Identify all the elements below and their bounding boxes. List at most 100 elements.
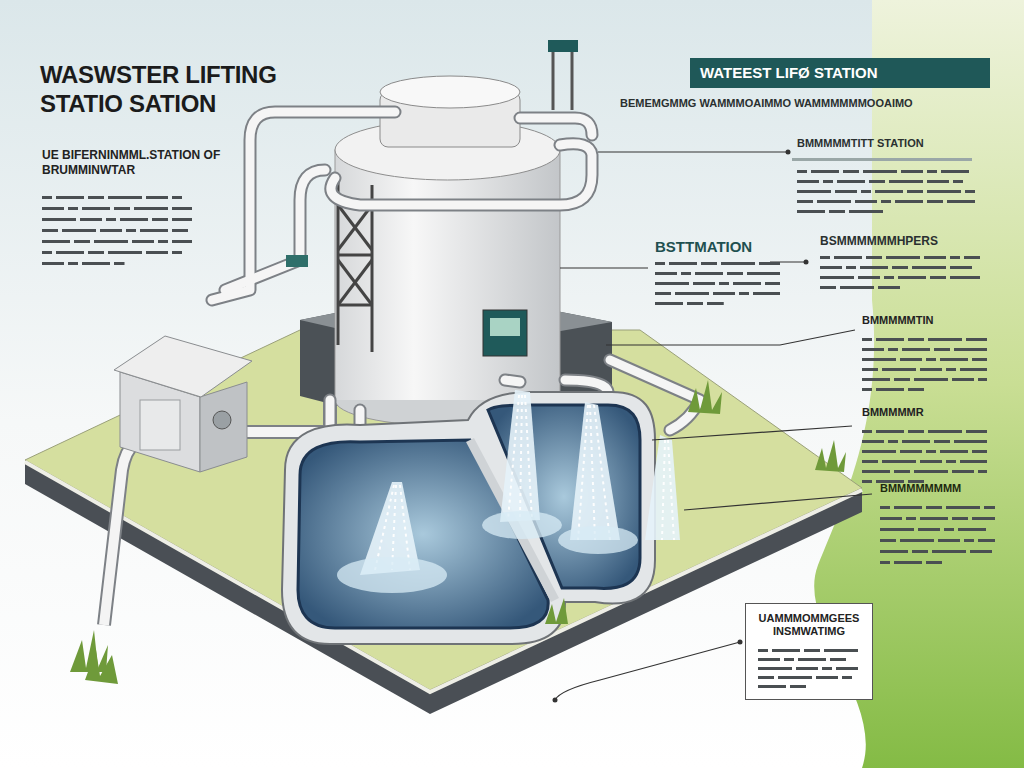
text-scribble <box>753 292 780 295</box>
text-scribble <box>978 470 987 473</box>
text-scribble <box>146 251 168 254</box>
text-scribble <box>835 190 857 193</box>
text-scribble <box>108 196 142 199</box>
text-scribble <box>966 430 987 433</box>
text-scribble <box>940 450 968 453</box>
text-scribble <box>120 218 148 221</box>
text-scribble <box>950 256 960 259</box>
text-scribble <box>114 262 125 265</box>
text-scribble <box>42 170 995 564</box>
text-scribble <box>816 676 838 679</box>
text-scribble <box>886 256 920 259</box>
text-scribble <box>950 276 980 279</box>
text-scribble <box>876 430 904 433</box>
text-scribble <box>842 676 852 679</box>
text-scribble <box>901 170 923 173</box>
text-scribble <box>94 240 128 243</box>
text-scribble <box>132 240 154 243</box>
text-scribble <box>134 207 168 210</box>
text-scribble <box>675 292 709 295</box>
text-scribble <box>829 210 845 213</box>
text-scribble <box>820 286 836 289</box>
text-scribble <box>42 229 58 232</box>
text-scribble <box>928 338 962 341</box>
text-scribble <box>655 302 683 305</box>
text-scribble <box>862 480 872 483</box>
text-scribble <box>172 207 192 210</box>
text-scribble <box>797 210 825 213</box>
callout-label: BMMMMMTIN <box>862 314 1012 327</box>
text-scribble <box>797 180 819 183</box>
text-scribble <box>811 170 839 173</box>
text-scribble <box>926 506 942 509</box>
node-text: WATEEST LIFØ STATION <box>700 64 980 82</box>
text-scribble <box>908 430 924 433</box>
text-scribble <box>42 251 52 254</box>
text-scribble <box>914 470 948 473</box>
text-scribble <box>960 460 987 463</box>
callout-label: BSMMMMMMHPERS <box>820 234 1000 249</box>
callout-label: BEMEMGMMG WAMMMOAIMMO WAMMMMMMOOAIMO <box>620 97 1010 110</box>
text-scribble <box>82 207 110 210</box>
text-scribble <box>758 649 768 652</box>
text-scribble <box>941 170 969 173</box>
text-scribble <box>862 440 884 443</box>
callout-label: UE BIFERNINMML.STATION OF BRUMMINWTAR <box>42 148 252 177</box>
text-scribble <box>88 196 104 199</box>
text-scribble <box>882 460 916 463</box>
text-scribble <box>914 378 948 381</box>
text-scribble <box>862 430 872 433</box>
text-scribble <box>823 180 833 183</box>
text-scribble <box>878 286 900 289</box>
node-text: UAMMMOMMGEES INSMWATIMG <box>754 612 864 639</box>
text-scribble <box>68 207 78 210</box>
text-scribble <box>894 378 910 381</box>
text-scribble <box>934 348 950 351</box>
text-scribble <box>888 348 898 351</box>
text-scribble <box>796 667 818 670</box>
text-scribble <box>966 338 987 341</box>
text-scribble <box>158 240 168 243</box>
text-scribble <box>907 190 923 193</box>
text-scribble <box>836 667 858 670</box>
text-scribble <box>126 229 136 232</box>
text-scribble <box>862 378 890 381</box>
text-scribble <box>106 218 116 221</box>
text-scribble <box>42 207 64 210</box>
text-scribble <box>972 517 995 520</box>
text-scribble <box>798 658 826 661</box>
text-scribble <box>882 368 916 371</box>
text-scribble <box>952 517 968 520</box>
text-scribble <box>880 506 890 509</box>
text-scribble <box>953 180 963 183</box>
text-scribble <box>772 649 800 652</box>
text-scribble <box>784 658 794 661</box>
text-scribble <box>888 440 898 443</box>
text-scribble <box>655 262 665 265</box>
text-scribble <box>947 200 975 203</box>
text-scribble <box>880 550 908 553</box>
text-scribble <box>172 229 188 232</box>
text-scribble <box>42 218 76 221</box>
text-scribble <box>80 218 102 221</box>
text-scribble <box>946 460 956 463</box>
text-scribble <box>958 528 986 531</box>
text-scribble <box>952 470 974 473</box>
text-scribble <box>898 276 926 279</box>
text-scribble <box>952 378 974 381</box>
text-scribble <box>900 358 922 361</box>
text-scribble <box>908 388 924 391</box>
text-scribble <box>747 272 780 275</box>
text-scribble <box>889 180 923 183</box>
text-scribble <box>862 450 896 453</box>
text-scribble <box>837 180 865 183</box>
callout-label: BSTTMATION <box>655 238 795 256</box>
callout-label: BMMMMMTITT STATION <box>797 137 997 150</box>
text-scribble <box>920 368 942 371</box>
text-scribble <box>804 649 820 652</box>
text-scribble <box>862 338 872 341</box>
text-scribble <box>862 470 890 473</box>
text-scribble <box>895 200 923 203</box>
diagram-title: WASWSTER LIFTING STATIO SATION <box>40 60 340 119</box>
text-scribble <box>758 685 786 688</box>
